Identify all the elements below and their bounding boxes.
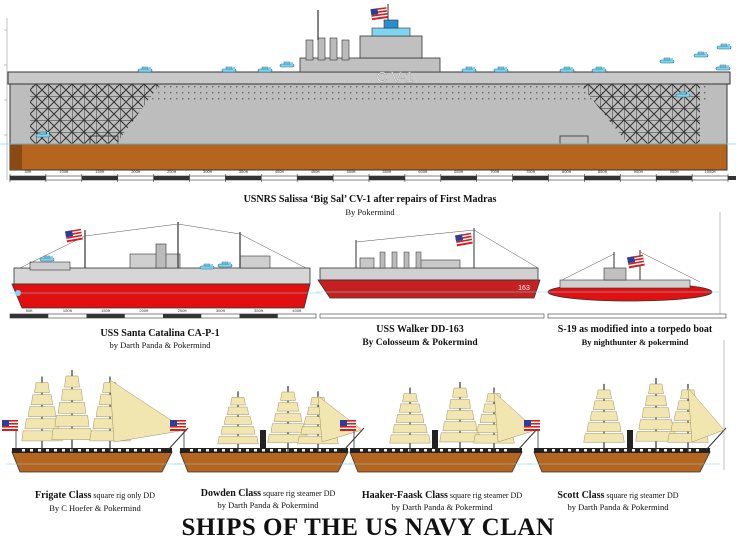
caption-scott-by: by Darth Panda & Pokermind <box>567 502 669 512</box>
scale-label: 350ft <box>239 169 249 174</box>
scale-label: 150ft <box>95 169 105 174</box>
scale-label: 550ft <box>382 169 392 174</box>
frigate-name: Frigate Class <box>35 490 92 501</box>
scale-label: 100ft <box>59 169 69 174</box>
caption-santa-catalina-by: by Darth Panda & Pokermind <box>109 340 211 350</box>
scale-label: 400ft <box>275 169 285 174</box>
scale-label: 900ft <box>634 169 644 174</box>
scale-label: 950ft <box>670 169 680 174</box>
caption-dowden-title: Dowden Class square rig steamer DD <box>178 488 358 499</box>
scale-label: 150ft <box>101 308 111 313</box>
scale-label: 700ft <box>490 169 500 174</box>
scale-label: 200ft <box>131 169 141 174</box>
scott-subtitle: square rig steamer DD <box>604 491 679 500</box>
caption-dowden-by: by Darth Panda & Pokermind <box>217 500 319 510</box>
caption-haaker-title: Haaker-Faask Class square rig steamer DD <box>352 490 532 501</box>
santa-catalina-scale-ruler: 50ft 100ft 150ft 200ft 250ft 300ft 350ft 400ft <box>10 308 302 318</box>
hull-number: C V-1 <box>376 69 414 86</box>
scale-label: 1000ft <box>704 169 716 174</box>
frigate-subtitle: square rig only DD <box>91 491 155 500</box>
page-title: SHIPS OF THE US NAVY CLAN <box>181 514 555 541</box>
caption-frigate-by: By C Hoefer & Pokermind <box>49 503 141 513</box>
walker-hull-number: 163 <box>518 285 530 292</box>
scale-label: 50ft <box>26 308 34 313</box>
caption-walker-title: USS Walker DD-163 <box>376 324 464 335</box>
caption-frigate-title: Frigate Class square rig only DD <box>0 490 190 501</box>
scale-label: 200ft <box>139 308 149 313</box>
caption-santa-catalina-title: USS Santa Catalina CA-P-1 <box>100 328 220 339</box>
scale-label: 300ft <box>216 308 226 313</box>
scale-label: 350ft <box>254 308 264 313</box>
scale-label: 250ft <box>178 308 188 313</box>
scale-label: 100ft <box>63 308 73 313</box>
scale-label: 50ft <box>25 169 33 174</box>
dowden-subtitle: square rig steamer DD <box>261 489 336 498</box>
caption-cv1-title: USNRS Salissa ‘Big Sal’ CV-1 after repai… <box>243 194 497 205</box>
caption-s19-by: By nighthunter & pokermind <box>581 337 689 347</box>
scale-label: 400ft <box>292 308 302 313</box>
scale-label: 250ft <box>167 169 177 174</box>
caption-cv1-by: By Pokermind <box>345 207 395 217</box>
scale-label: 750ft <box>526 169 536 174</box>
scott-name: Scott Class <box>557 490 605 501</box>
caption-walker-by: By Colosseum & Pokermind <box>362 338 478 348</box>
walker-drawing: 163 <box>316 228 548 319</box>
s19-drawing <box>547 212 727 319</box>
santa-catalina-drawing: 50ft 100ft 150ft 200ft 250ft 300ft 350ft 400ft <box>9 222 320 319</box>
scale-label: 850ft <box>598 169 608 174</box>
haaker-subtitle: square rig steamer DD <box>447 491 523 500</box>
scale-label: 800ft <box>562 169 572 174</box>
scale-label: 500ft <box>347 169 357 174</box>
caption-haaker-by: by Darth Panda & Pokermind <box>391 502 493 512</box>
scale-label: 300ft <box>203 169 213 174</box>
haaker-name: Haaker-Faask Class <box>361 490 448 501</box>
scale-label: 450ft <box>311 169 321 174</box>
scale-label: 650ft <box>454 169 464 174</box>
scale-label: 600ft <box>418 169 428 174</box>
sailing-ships <box>2 370 727 473</box>
dowden-name: Dowden Class <box>200 488 262 499</box>
caption-s19-title: S-19 as modified into a torpedo boat <box>557 324 713 335</box>
cv1-scale-ruler: 50ft 100ft 150ft 200ft 250ft 300ft 350ft 400ft 4… <box>9 169 736 182</box>
caption-scott-title: Scott Class square rig steamer DD <box>530 490 706 501</box>
cv1-drawing: C V-1 50ft 100ft 150ft 200ft 250ft 300ft 350ft… <box>0 4 736 182</box>
